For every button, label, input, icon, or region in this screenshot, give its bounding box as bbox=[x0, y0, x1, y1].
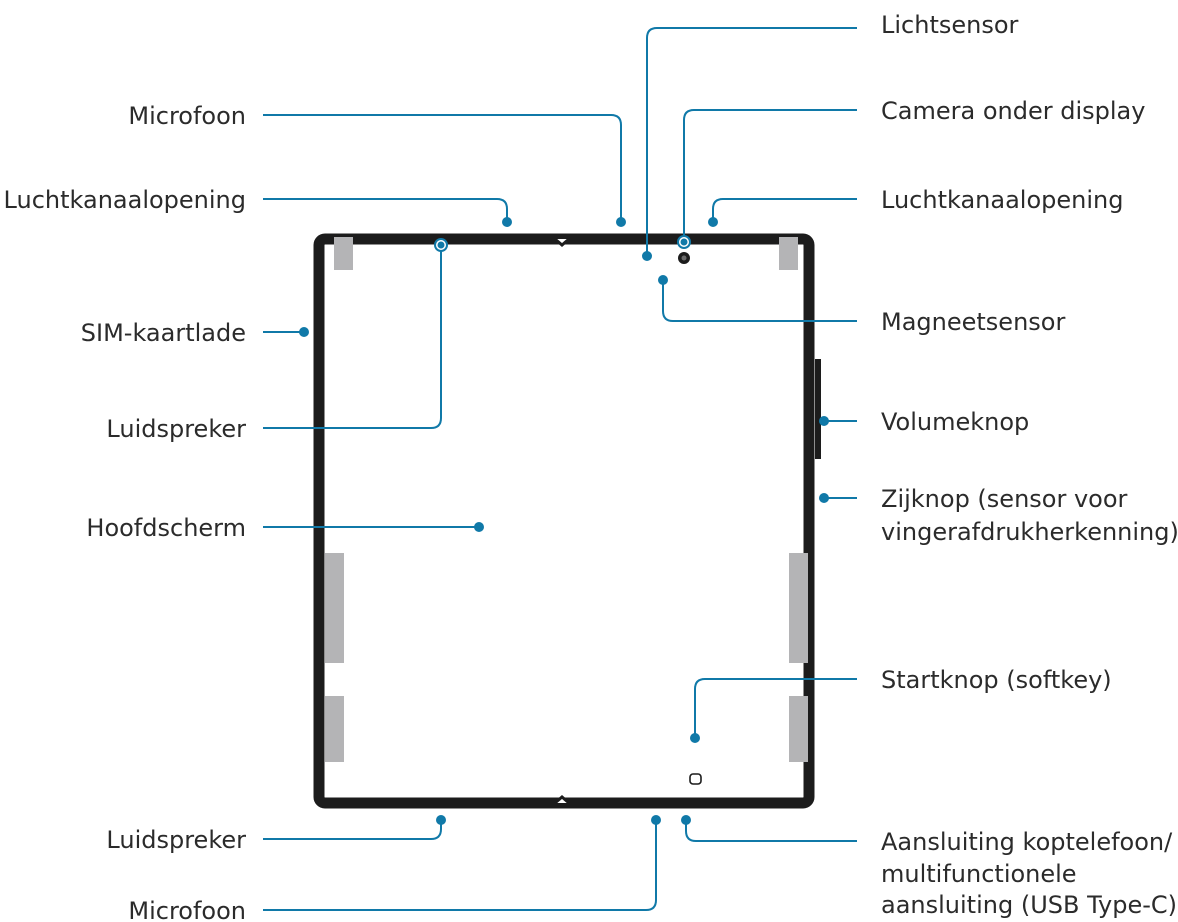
label-luchtkanaal-right: Luchtkanaalopening bbox=[881, 186, 1123, 214]
leader-aansluiting bbox=[685, 820, 857, 842]
leader-luidspreker-bottom bbox=[263, 820, 442, 840]
hinge-block-low-left bbox=[325, 696, 344, 762]
hinge-block-mid-left bbox=[325, 553, 344, 663]
leader-luchtkanaal-left bbox=[263, 198, 508, 222]
dot-sim bbox=[299, 327, 309, 337]
hinge-notch-bottom bbox=[554, 795, 570, 805]
leader-startknop bbox=[694, 678, 857, 738]
label-luidspreker-bottom: Luidspreker bbox=[106, 826, 246, 854]
dot-luchtkanaal-right bbox=[708, 217, 718, 227]
hinge-blocks bbox=[325, 237, 808, 762]
callout-dots bbox=[299, 217, 829, 825]
label-sim: SIM-kaartlade bbox=[81, 319, 246, 347]
phone-frame bbox=[313, 233, 821, 809]
dot-startknop bbox=[690, 733, 700, 743]
label-lichtsensor: Lichtsensor bbox=[881, 11, 1019, 39]
dot-zijknop bbox=[819, 493, 829, 503]
label-magneetsensor: Magneetsensor bbox=[881, 308, 1065, 336]
dot-magneetsensor bbox=[658, 275, 668, 285]
label-hoofdscherm: Hoofdscherm bbox=[86, 514, 246, 542]
dot-microfoon-bottom bbox=[651, 815, 661, 825]
right-labels: Lichtsensor Camera onder display Luchtka… bbox=[881, 11, 1178, 919]
dot-camera-center bbox=[680, 238, 688, 246]
label-zijknop-line1: Zijknop (sensor voor bbox=[881, 485, 1128, 513]
leader-microfoon-top bbox=[263, 114, 622, 222]
dot-luidspreker-bottom bbox=[436, 815, 446, 825]
label-microfoon-top: Microfoon bbox=[128, 102, 246, 130]
label-zijknop-line2: vingerafdrukherkenning) bbox=[881, 518, 1178, 546]
dot-lichtsensor bbox=[642, 251, 652, 261]
dot-microfoon-top bbox=[616, 217, 626, 227]
phone-outline bbox=[313, 233, 815, 809]
hinge-block-mid-right bbox=[789, 553, 808, 663]
camera-lens-icon bbox=[681, 255, 687, 261]
leader-lichtsensor bbox=[646, 27, 857, 256]
hinge-block-top-right bbox=[779, 237, 798, 270]
hinge-block-top-left bbox=[334, 237, 353, 270]
label-camera: Camera onder display bbox=[881, 97, 1145, 125]
hinge-notch-top bbox=[554, 237, 570, 247]
label-volumeknop: Volumeknop bbox=[881, 408, 1029, 436]
leader-magneetsensor bbox=[662, 280, 857, 322]
left-labels: Microfoon Luchtkanaalopening SIM-kaartla… bbox=[4, 102, 247, 922]
volume-key-bump bbox=[815, 359, 821, 459]
label-microfoon-bottom: Microfoon bbox=[128, 897, 246, 922]
label-aansluiting-line3: aansluiting (USB Type-C) bbox=[881, 891, 1177, 919]
hinge-block-low-right bbox=[789, 696, 808, 762]
leader-camera bbox=[683, 109, 857, 242]
label-luchtkanaal-left: Luchtkanaalopening bbox=[4, 186, 246, 214]
dot-aansluiting bbox=[681, 815, 691, 825]
leader-microfoon-bottom bbox=[263, 820, 657, 911]
label-aansluiting-line2: multifunctionele bbox=[881, 860, 1077, 888]
label-luidspreker-top: Luidspreker bbox=[106, 415, 246, 443]
dot-luidspreker-top-center bbox=[437, 241, 445, 249]
dot-volumeknop bbox=[819, 416, 829, 426]
leader-luchtkanaal-right bbox=[712, 198, 857, 222]
dot-hoofdscherm bbox=[474, 522, 484, 532]
leader-luidspreker-top bbox=[263, 245, 442, 429]
leader-lines bbox=[263, 27, 857, 911]
dot-luchtkanaal-left bbox=[502, 217, 512, 227]
label-startknop: Startknop (softkey) bbox=[881, 666, 1112, 694]
label-aansluiting-line1: Aansluiting koptelefoon/ bbox=[881, 828, 1173, 856]
home-softkey-icon bbox=[689, 773, 702, 785]
